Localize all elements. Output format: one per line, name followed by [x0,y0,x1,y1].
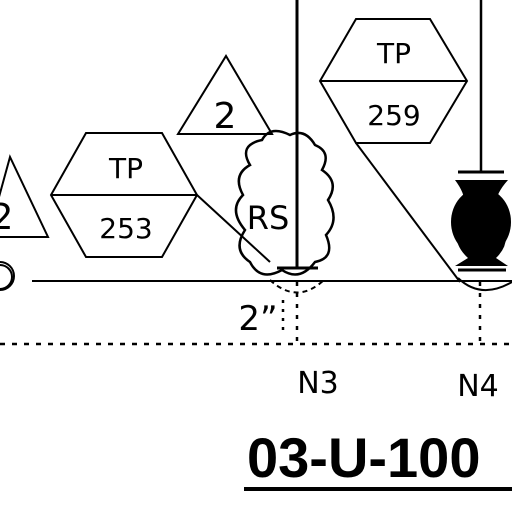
pipe-size-label: 2” [238,299,277,339]
revision-triangle-left-label: 2 [0,197,13,238]
revision-cloud-icon: RS [234,129,335,276]
revision-cloud-label: RS [247,199,290,237]
reducer-symbol-n3 [269,279,325,294]
leader-tp-253 [196,194,271,263]
node-label-n4: N4 [457,369,499,404]
pump-symbol-icon [451,180,511,266]
line-start-circle-arc [0,264,13,290]
line-number-title: 03-U-100 [247,426,480,489]
tag-tp-253-number: 253 [99,212,152,245]
leader-tp-259 [355,142,461,283]
node-label-n3: N3 [297,366,339,401]
tag-tp-259-top: TP [376,37,411,70]
tag-tp-253-top: TP [108,152,143,185]
reducer-symbol-n4 [457,277,512,291]
tag-tp-259[interactable]: TP 259 [318,18,469,144]
revision-triangle-center: 2 [176,54,274,137]
tag-tp-253[interactable]: TP 253 [49,132,199,258]
tag-tp-259-number: 259 [367,99,420,132]
revision-triangle-left: 2 [0,154,50,238]
revision-triangle-center-label: 2 [214,96,237,137]
